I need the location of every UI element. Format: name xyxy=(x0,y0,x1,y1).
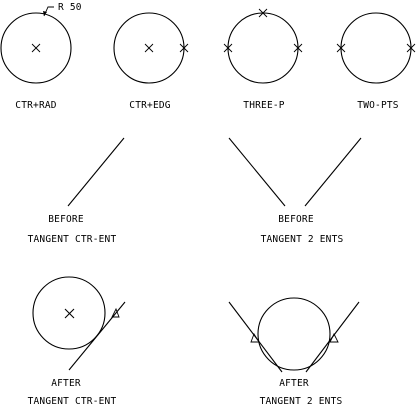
panel-after-ctr-ent: AFTER TANGENT CTR-ENT xyxy=(28,276,126,407)
circle-tangent-ctr-ent xyxy=(32,276,106,350)
entity-line xyxy=(67,137,125,207)
label-three-p: THREE-P xyxy=(243,100,285,111)
label-after-2-ents-line1: AFTER xyxy=(279,378,309,389)
label-before-2-ents-line1: BEFORE xyxy=(278,214,314,225)
tangent-entity-line xyxy=(68,301,126,371)
circle-three-p xyxy=(227,12,299,84)
circle-two-pts xyxy=(340,12,412,84)
x-mark-icon xyxy=(144,43,154,53)
entity-line-left xyxy=(228,137,286,207)
x-mark-icon xyxy=(336,43,346,53)
label-after-2-ents-line2: TANGENT 2 ENTS xyxy=(260,396,343,407)
label-before-2-ents-line2: TANGENT 2 ENTS xyxy=(261,234,344,245)
x-mark-icon xyxy=(31,43,41,53)
label-before-ctr-ent-line1: BEFORE xyxy=(48,214,84,225)
label-before-ctr-ent-line2: TANGENT CTR-ENT xyxy=(28,234,117,245)
x-mark-icon xyxy=(406,43,416,53)
panel-two-pts: TWO-PTS xyxy=(336,12,416,111)
panel-ctr-edg: CTR+EDG xyxy=(113,12,189,111)
panel-three-p: THREE-P xyxy=(223,8,303,111)
panel-before-2-ents: BEFORE TANGENT 2 ENTS xyxy=(228,137,362,245)
radius-dimension-text: R 50 xyxy=(58,2,82,13)
label-two-pts: TWO-PTS xyxy=(357,100,399,111)
entity-line-right xyxy=(304,137,362,207)
panel-before-ctr-ent: BEFORE TANGENT CTR-ENT xyxy=(28,137,125,245)
label-after-ctr-ent-line2: TANGENT CTR-ENT xyxy=(28,396,117,407)
triangle-icon xyxy=(111,307,120,318)
label-ctr-edg: CTR+EDG xyxy=(129,100,171,111)
x-mark-icon xyxy=(64,308,75,319)
x-mark-icon xyxy=(293,43,303,53)
triangle-icon xyxy=(329,332,339,343)
label-ctr-rad: CTR+RAD xyxy=(15,100,57,111)
circle-ctr-rad xyxy=(0,12,72,84)
x-mark-icon xyxy=(223,43,233,53)
label-after-ctr-ent-line1: AFTER xyxy=(51,378,81,389)
panel-ctr-rad: R 50 CTR+RAD xyxy=(0,2,82,111)
x-mark-icon xyxy=(179,43,189,53)
leader-arrow-icon xyxy=(43,11,47,16)
circle-tangent-2-ents xyxy=(257,297,331,371)
x-mark-icon xyxy=(258,8,268,18)
triangle-icon xyxy=(250,332,260,343)
panel-after-2-ents: AFTER TANGENT 2 ENTS xyxy=(228,297,360,407)
